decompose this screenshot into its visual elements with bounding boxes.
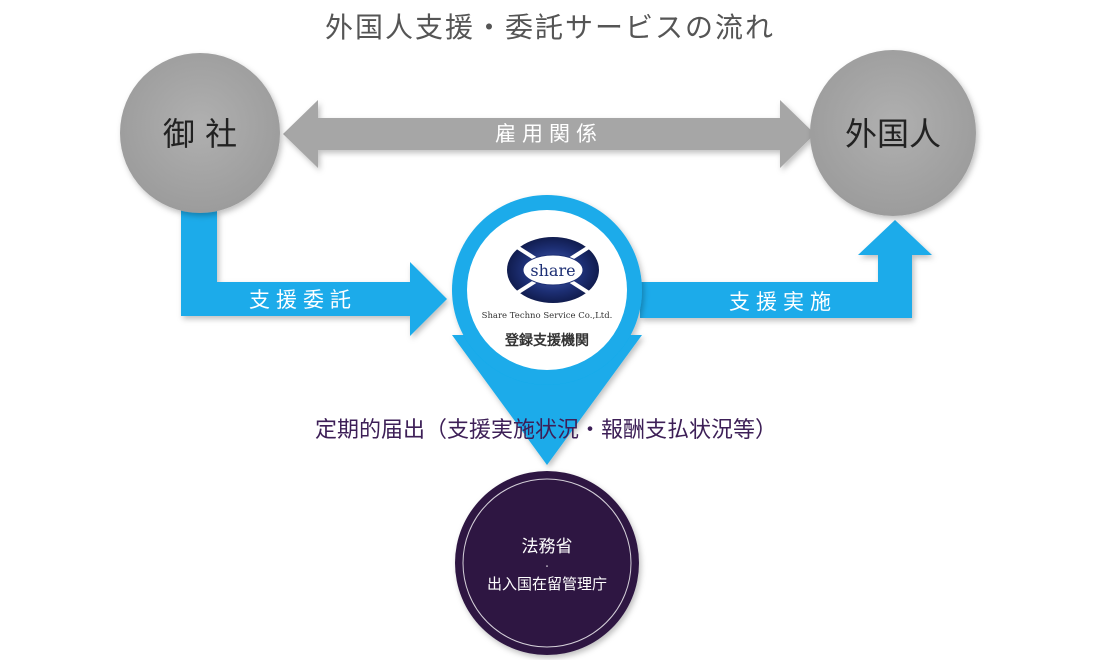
- logo-word: share: [530, 261, 575, 280]
- ministry-line2: 出入国在留管理庁: [487, 575, 607, 593]
- ministry-separator: ・: [543, 562, 551, 571]
- report-label: 定期的届出（支援実施状況・報酬支払状況等）: [315, 418, 777, 443]
- foreigner-node: [810, 50, 976, 216]
- share-logo: share: [507, 237, 599, 303]
- consignment-arrow: [181, 210, 447, 336]
- implementation-arrow: [640, 220, 932, 318]
- company-node: [120, 53, 280, 213]
- employment-label: 雇用関係: [495, 122, 603, 146]
- consignment-label: 支援委託: [249, 288, 357, 312]
- foreigner-label: 外国人: [845, 115, 941, 153]
- ministry-node: [455, 471, 639, 655]
- employment-arrow: [283, 100, 815, 168]
- implementation-label: 支援実施: [729, 290, 837, 314]
- company-label: 御 社: [163, 115, 237, 153]
- ministry-line1: 法務省: [522, 537, 573, 557]
- hub-role-label: 登録支援機関: [504, 332, 589, 349]
- diagram-title: 外国人支援・委託サービスの流れ: [324, 11, 775, 44]
- hub-company-name: Share Techno Service Co.,Ltd.: [482, 311, 613, 321]
